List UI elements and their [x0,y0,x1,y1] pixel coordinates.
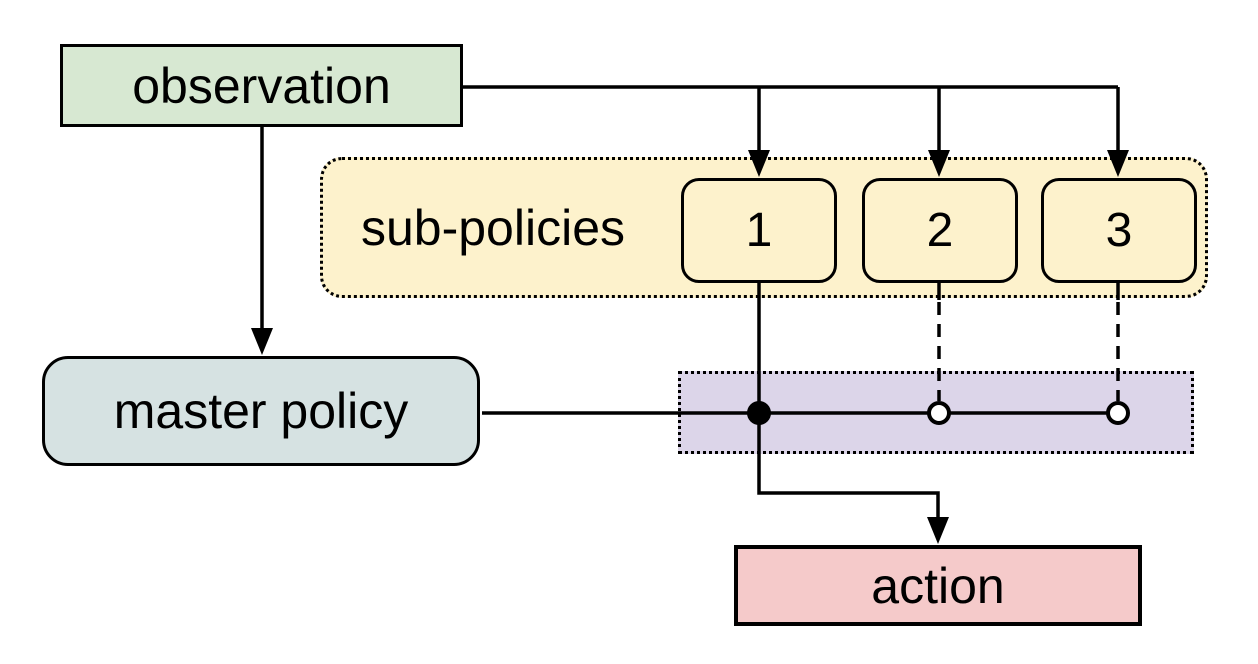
selector-bar [678,371,1194,454]
observation-node: observation [60,44,463,127]
observation-to-subpolicies-line [463,85,1120,152]
arrowhead-into-master-icon [251,328,273,355]
sub-policy-3-node: 3 [1041,178,1197,283]
action-node: action [734,545,1142,626]
sub-policy-2-node: 2 [862,178,1018,283]
sub-policies-label: sub-policies [360,199,625,256]
observation-label: observation [132,57,391,114]
sub-policy-1-node: 1 [681,178,837,283]
master-policy-node: master policy [42,356,480,466]
sub-policies-group: sub-policies 1 2 3 [320,157,1208,298]
sub-policy-1-label: 1 [745,203,773,257]
sub-policy-2-label: 2 [926,203,954,257]
arrowhead-into-action-icon [927,517,949,544]
master-policy-label: master policy [113,383,409,439]
sub-policy-3-label: 3 [1105,203,1133,257]
action-label: action [871,557,1005,614]
